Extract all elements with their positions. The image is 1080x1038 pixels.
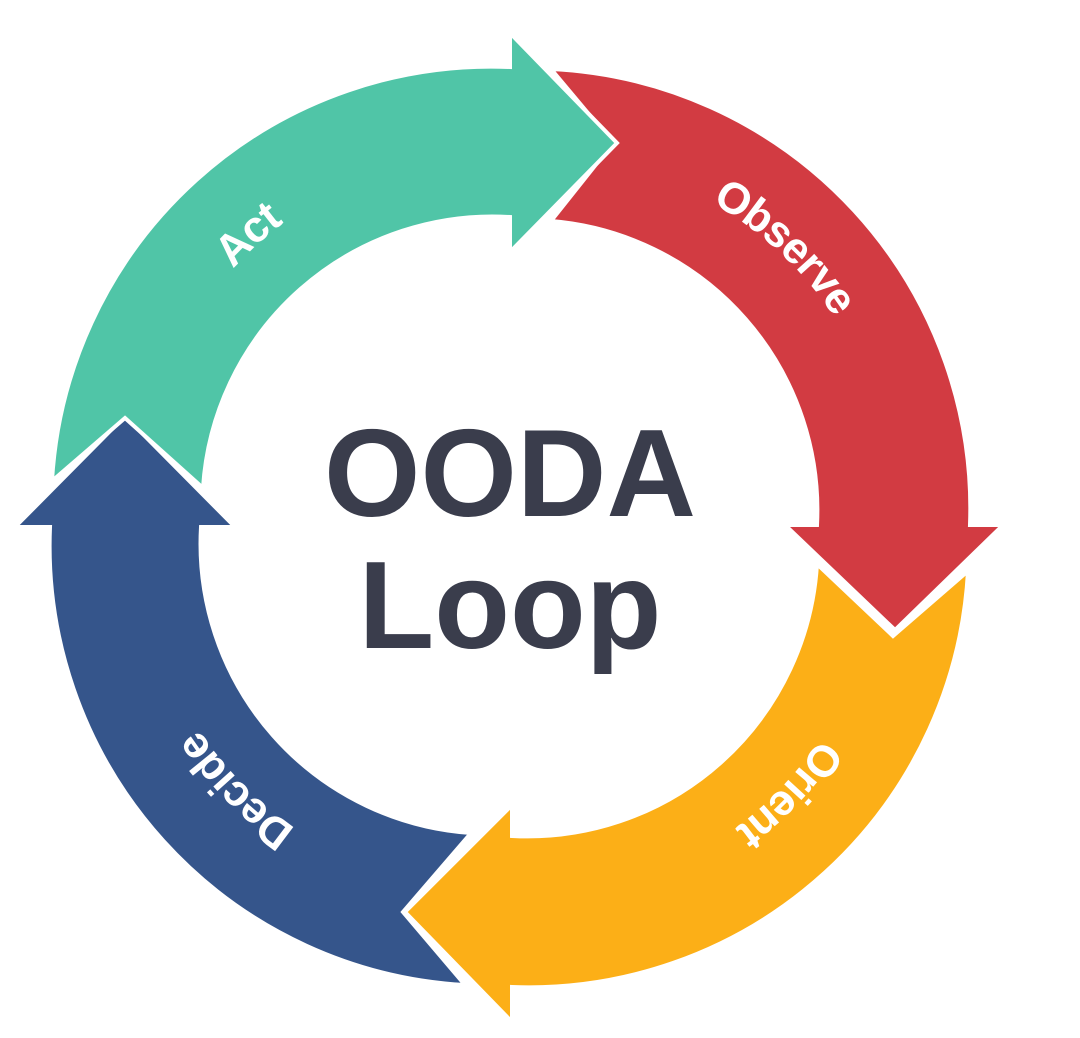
act-arrow xyxy=(49,28,620,493)
center-title-line2: Loop xyxy=(359,537,662,675)
observe-segment: Observe xyxy=(546,66,1008,633)
center-title-line1: OODA xyxy=(324,405,696,543)
observe-arrow xyxy=(546,66,1008,633)
orient-segment: Orient xyxy=(402,559,971,1027)
decide-arrow xyxy=(10,413,476,988)
decide-segment: Decide xyxy=(10,413,476,988)
act-segment: Act xyxy=(49,28,620,493)
orient-arrow xyxy=(402,559,971,1027)
